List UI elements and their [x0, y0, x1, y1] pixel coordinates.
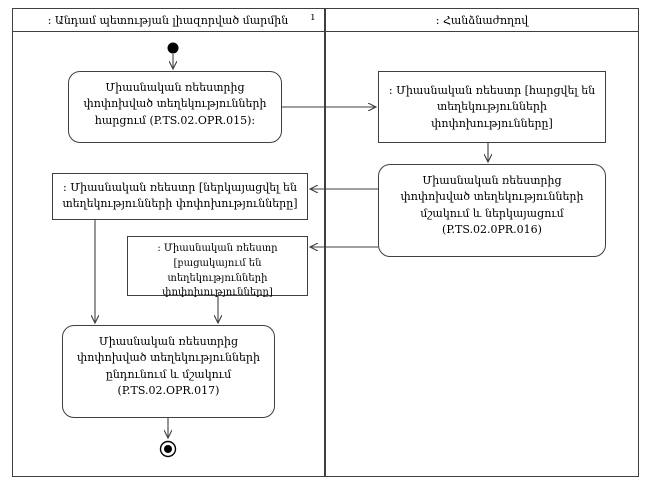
action-node-process-and-present: Միասնական ռեեստրից փոփոխված տեղեկություն… — [378, 164, 606, 257]
lane-divider — [324, 8, 326, 477]
lane-header-member-state-label: : Անդամ պետության լիազորված մարմին — [47, 13, 289, 27]
lane-header-tick: ı — [311, 10, 315, 23]
object-node-registry-no-changes: : Միասնական ռեեստր [բացակայում են տեղեկո… — [127, 236, 308, 298]
lane-header-commission-label: : Հանձնաժողով — [435, 13, 529, 27]
action-node-query-changed-info: Միասնական ռեեստրից փոփոխված տեղեկություն… — [68, 71, 282, 143]
lane-header-commission: : Հանձնաժողով — [325, 8, 639, 32]
object-node-registry-queried: : Միասնական ռեեստր [հարցվել են տեղեկությ… — [378, 71, 606, 143]
object-node-registry-presented: : Միասնական ռեեստր [ներկայացվել են տեղեկ… — [52, 173, 308, 220]
lane-header-member-state: : Անդամ պետության լիազորված մարմին — [12, 8, 324, 32]
action-node-receive-and-process: Միասնական ռեեստրից փոփոխված տեղեկություն… — [62, 325, 275, 418]
